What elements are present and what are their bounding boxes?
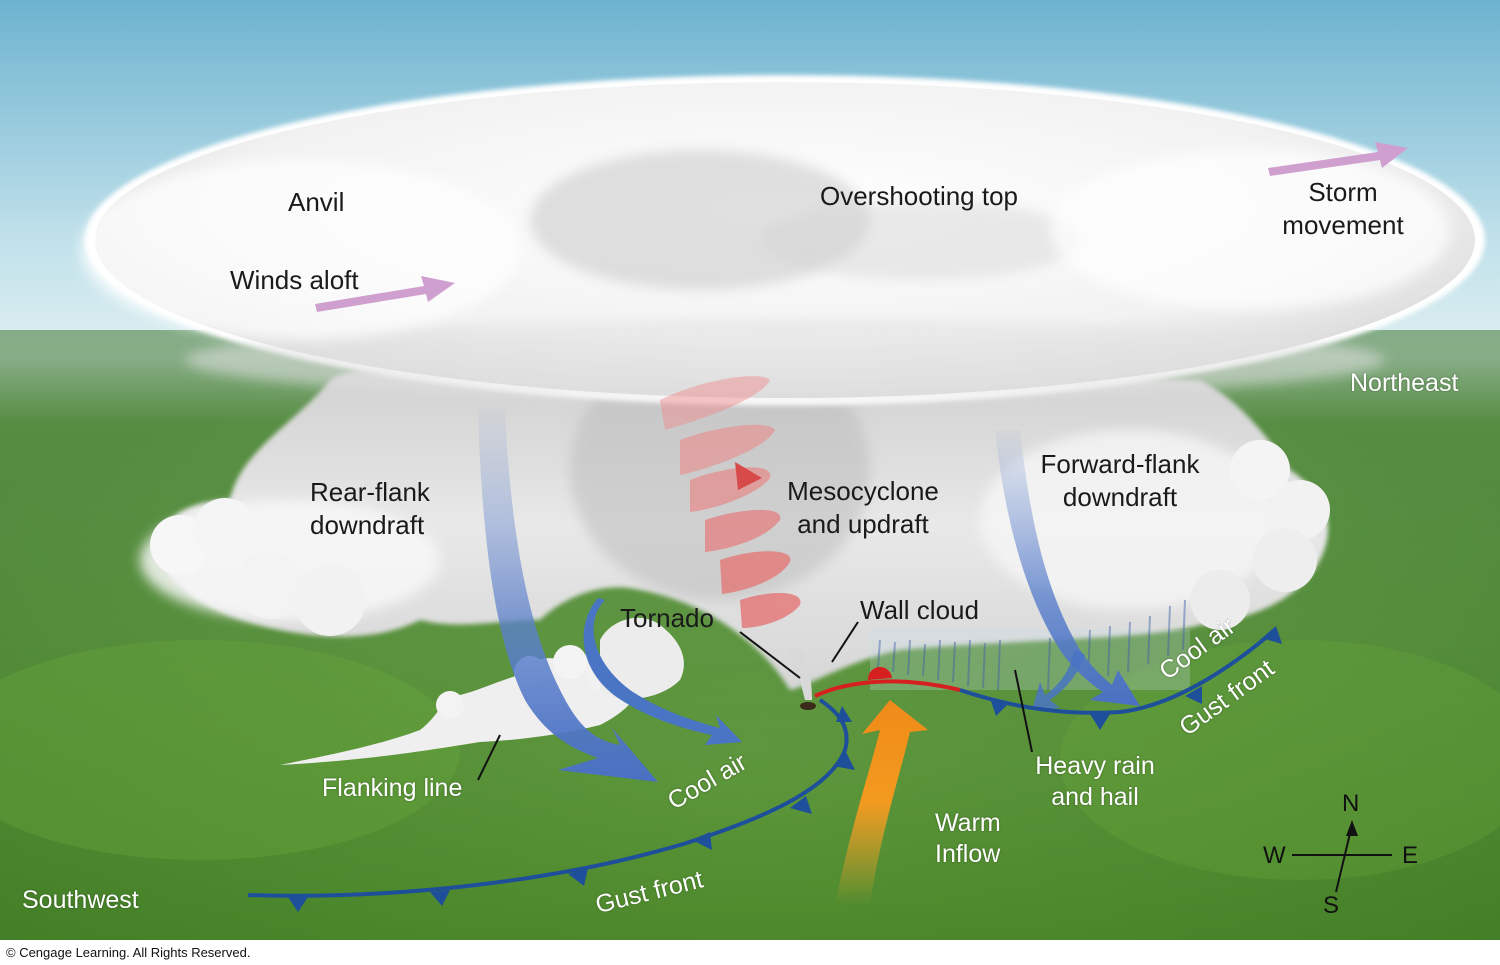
tornado-funnel [788,648,812,700]
rear-flank-downdraft-label: Rear-flank downdraft [310,476,430,541]
northeast-label: Northeast [1350,369,1459,397]
rear-flank-downdraft-arrow [478,410,658,782]
overshooting-top-label: Overshooting top [820,181,1019,211]
rear-flank-small-arrow [583,598,742,745]
warm-inflow-label: Warm Inflow [935,808,1001,871]
gust-front-left [247,698,855,912]
storm-movement-line-1: Storm [1308,177,1378,207]
copyright-notice: © Cengage Learning. All Rights Reserved. [6,945,251,960]
mesocyclone-spiral [660,376,801,628]
forward-flank-line-2: downdraft [1062,481,1178,512]
forward-flank-line-1: Forward-flank [1040,449,1200,479]
mesocyclone-label: Mesocyclone and updraft [778,475,948,540]
tornado-label: Tornado [620,603,714,633]
storm-movement-arrow [1268,142,1408,176]
ground-patch [0,640,460,860]
warm-inflow-arrow [835,700,928,905]
flanking-line-label: Flanking line [322,774,463,802]
storm-movement-line-2: movement [1282,209,1404,240]
mesocyclone-line-1: Mesocyclone [787,476,939,506]
compass-north: N [1342,790,1360,817]
rear-flank-line-2: downdraft [310,509,425,540]
tornado-debris [800,702,816,710]
winds-aloft-label: Winds aloft [230,265,359,295]
warm-inflow-line-1: Warm [935,809,1001,837]
anvil-label: Anvil [288,187,345,217]
rear-flank-line-1: Rear-flank [310,477,430,507]
compass-east: E [1402,842,1419,869]
warm-front [814,666,961,698]
forward-flank-downdraft-label: Forward-flank downdraft [1030,448,1210,513]
heavy-rain-line-2: and hail [1051,783,1139,812]
cloud-tower [140,340,1330,690]
compass-west: W [1263,842,1286,869]
compass-rose [1292,820,1392,893]
diagram-artwork [0,0,1500,940]
compass-south: S [1323,892,1340,919]
heavy-rain-line-1: Heavy rain [1035,752,1155,780]
southwest-label: Southwest [22,886,139,914]
storm-movement-label: Storm movement [1268,176,1418,241]
forward-flank-downdraft-arrow [995,430,1140,710]
heavy-rain-label: Heavy rain and hail [1025,751,1165,814]
wall-cloud-label: Wall cloud [860,595,979,625]
leader-lines [477,621,1033,781]
gust-front-right [959,626,1282,730]
rain-shafts [870,599,1190,691]
winds-aloft-arrow [315,276,455,312]
warm-inflow-line-2: Inflow [935,840,1001,869]
mesocyclone-line-2: and updraft [797,508,929,539]
